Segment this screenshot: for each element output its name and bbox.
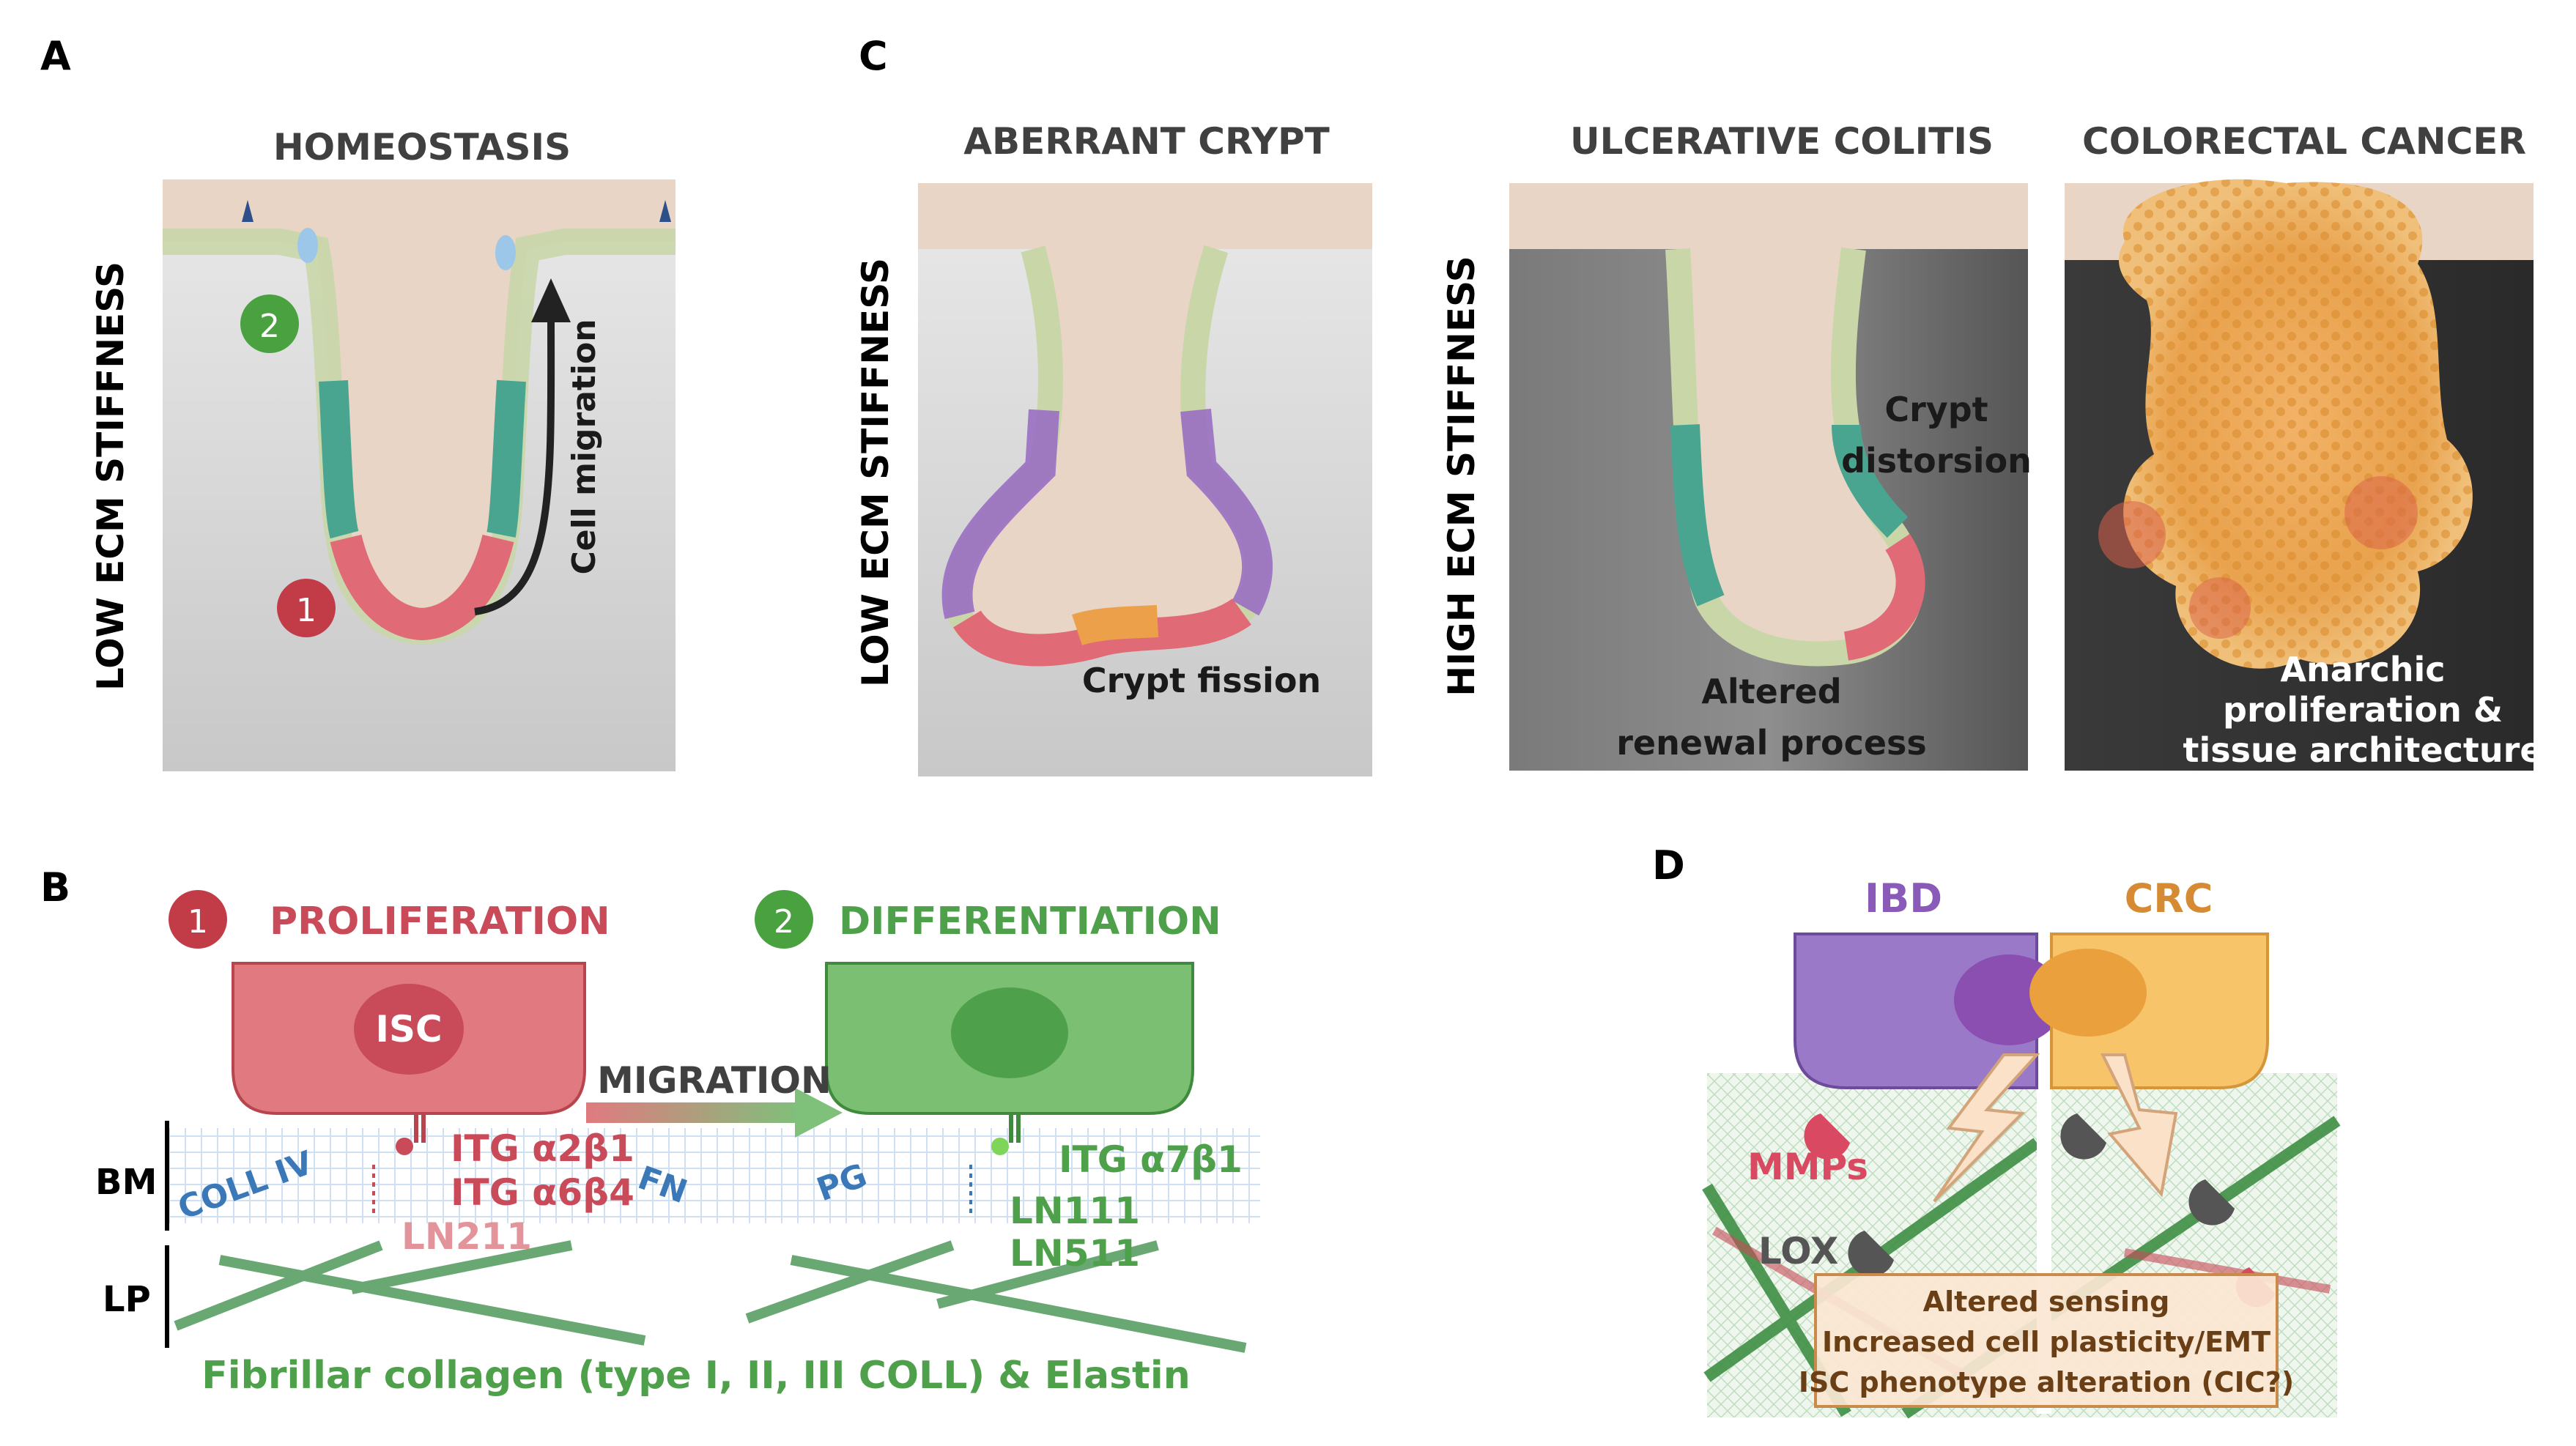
cell-migration-arrow [474,314,555,615]
ulcerative-colitis-side-label: HIGH ECM STIFFNESS [1440,256,1483,697]
integrin-a7b1-head [991,1138,1009,1155]
panel-b-letter: B [40,864,70,911]
ln511-label: LN511 [1010,1232,1140,1275]
itg-a7b1-label: ITG α7β1 [1059,1138,1243,1181]
panel-c: C ABERRANT CRYPT LOW ECM STIFFNESS Crypt… [854,33,2543,776]
differentiated-nucleus [951,987,1068,1078]
panel-a-badge-1 [277,579,336,637]
consequence-line-2: Increased cell plasticity/EMT [1822,1326,2270,1358]
itg-a2b1-label: ITG α2β1 [451,1127,634,1170]
crypt-transit-cells [319,379,526,539]
consequences-box [1814,1273,2279,1408]
cell-migration-label: Cell migration [566,319,603,574]
lp-label: LP [103,1279,151,1320]
colorectal-cancer-title: COLORECTAL CANCER [2082,120,2526,163]
crypt-distorsion-line-2: distorsion [1841,441,2032,481]
lox-enzyme-icon [2060,1113,2106,1160]
crypt-lumen [163,179,676,631]
panel-a-badge-2-text: 2 [259,308,280,345]
consequence-line-3: ISC phenotype alteration (CIC?) [1799,1366,2294,1398]
tumor-hotspot [2189,577,2251,639]
consequence-line-1: Altered sensing [1923,1286,2170,1318]
panel-c-letter: C [859,33,888,79]
aberrant-crypt-altered-cells [941,408,1273,620]
ln111-label: LN111 [1010,1190,1140,1232]
anarchic-line-3: tissue architecture [2183,730,2542,770]
crypt-stem-cells [330,534,514,641]
panel-b: B 1 PROLIFERATION 2 DIFFERENTIATION ISC … [40,864,1260,1398]
panel-a-side-label: LOW ECM STIFFNESS [89,262,132,691]
migration-label: MIGRATION [597,1059,832,1102]
panel-a-badge-2 [240,294,299,353]
bm-label: BM [95,1162,157,1203]
ibd-label: IBD [1865,875,1942,922]
lox-enzyme-icon [2188,1179,2235,1226]
signaling-bolt-ibd [1933,1053,2040,1203]
mmp-enzyme-icon [1804,1113,1850,1160]
panel-a-badge-1-text: 1 [296,592,317,629]
panel-a: A HOMEOSTASIS LOW ECM STIFFNESS 2 1 Cell… [40,33,676,771]
ulcerative-colitis-lumen [1509,183,2028,654]
anarchic-line-2: proliferation & [2223,690,2503,730]
crypt-fission-label: Crypt fission [1082,661,1321,700]
itg-a6b4-label: ITG α6β4 [451,1171,634,1214]
crc-label: CRC [2125,875,2213,922]
panel-a-title: HOMEOSTASIS [273,126,571,168]
fibrillar-collagen-label: Fibrillar collagen (type I, II, III COLL… [201,1354,1191,1398]
integrin-a7b1 [1009,1113,1021,1143]
lox-label: LOX [1758,1230,1838,1272]
aberrant-crypt-lumen [918,183,1372,653]
goblet-cell [297,228,318,263]
panel-b-badge-1 [169,890,227,949]
goblet-cell [495,235,516,270]
lox-enzyme-icon [1848,1231,1894,1277]
ulcerative-colitis-title: ULCERATIVE COLITIS [1570,120,1994,163]
isc-label: ISC [375,1008,442,1050]
integrin-a2b1-head [396,1138,413,1155]
isc-nucleus [354,984,464,1075]
aberrant-crypt-title: ABERRANT CRYPT [963,120,1329,163]
tumor-hotspot [2344,476,2418,549]
altered-renewal-line-1: Altered [1701,672,1841,711]
altered-renewal-line-2: renewal process [1616,723,1927,763]
anarchic-line-1: Anarchic [2280,650,2445,689]
tumor-hotspot [2098,501,2166,568]
integrin-a2b1 [414,1113,426,1143]
cell-migration-arrowhead [531,278,571,322]
aberrant-crypt-fission-cells [1072,605,1159,646]
differentiation-label: DIFFERENTIATION [839,900,1221,943]
panel-b-badge-2-text: 2 [774,903,794,941]
signaling-bolt-crc [2100,1053,2178,1198]
fibrillar-collagen [174,1240,1247,1353]
migration-arrow [586,1102,799,1123]
mmps-label: MMPs [1747,1146,1868,1188]
panel-b-badge-1-text: 1 [188,903,208,941]
ulcerative-colitis-stem-cells [1843,533,1925,661]
ln211-label: LN211 [401,1215,532,1258]
panel-a-letter: A [40,33,71,79]
panel-d: D IBD CRC MMPs LOX [1652,842,2341,1419]
crc-nucleus [2029,949,2147,1037]
aberrant-crypt-side-label: LOW ECM STIFFNESS [854,258,897,687]
ulcerative-colitis-transit-cells [1670,424,1909,607]
panel-d-letter: D [1652,842,1685,889]
migration-arrowhead [795,1088,843,1138]
panel-b-badge-2 [755,890,813,949]
basement-membrane [169,1128,1260,1223]
crypt-distorsion-line-1: Crypt [1884,390,1988,429]
proliferation-label: PROLIFERATION [270,900,610,943]
